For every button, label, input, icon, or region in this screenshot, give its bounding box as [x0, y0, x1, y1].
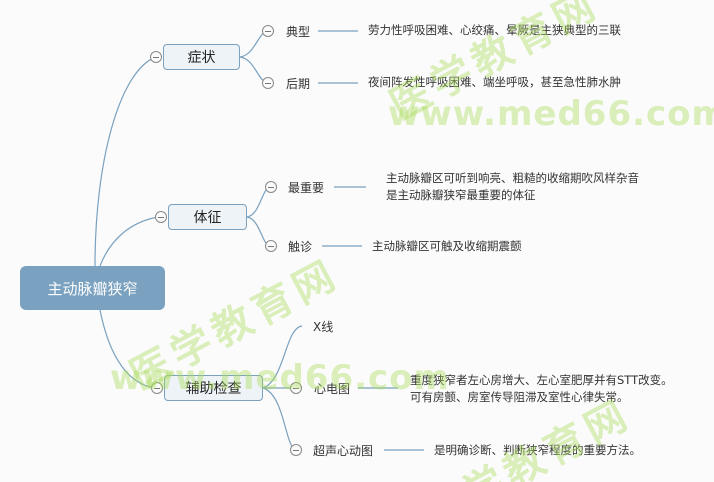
note-late: 夜间阵发性呼吸困难、端坐呼吸，甚至急性肺水肿 — [368, 75, 621, 89]
note-ecg: 重度狭窄者左心房增大、左心室肥厚并有STT改变。 可有房颤、房室传导阻滞及室性心… — [410, 372, 673, 406]
branch-node-auxiliary-exams[interactable]: 辅助检查 — [164, 375, 263, 401]
root-label: 主动脉瓣狭窄 — [47, 279, 138, 298]
branch-node-symptoms[interactable]: 症状 — [163, 44, 240, 70]
subnode-most-important[interactable]: 最重要 — [288, 181, 325, 195]
note-line: 是主动脉瓣狭窄最重要的体征 — [386, 188, 536, 202]
subnode-xray[interactable]: X线 — [313, 320, 334, 334]
subnode-palpation[interactable]: 触诊 — [288, 240, 313, 254]
branch-label: 辅助检查 — [185, 381, 242, 397]
subnode-typical[interactable]: 典型 — [286, 25, 311, 39]
collapse-toggle-icon[interactable] — [262, 77, 274, 89]
note-echocardiogram: 是明确诊断、判断狭窄程度的重要方法。 — [434, 443, 641, 457]
note-line: 主动脉瓣区可听到响亮、粗糙的收缩期吹风样杂音 — [386, 171, 639, 185]
branch-node-signs[interactable]: 体征 — [168, 204, 247, 230]
collapse-toggle-icon[interactable] — [265, 181, 277, 193]
collapse-toggle-icon[interactable] — [150, 51, 162, 63]
branch-label: 体征 — [193, 210, 222, 226]
collapse-toggle-icon[interactable] — [290, 382, 302, 394]
collapse-toggle-icon[interactable] — [151, 382, 163, 394]
note-line: 可有房颤、房室传导阻滞及室性心律失常。 — [410, 390, 629, 404]
collapse-toggle-icon[interactable] — [290, 444, 302, 456]
subnode-echocardiogram[interactable]: 超声心动图 — [313, 444, 374, 458]
note-line: 重度狭窄者左心房增大、左心室肥厚并有STT改变。 — [410, 373, 673, 387]
branch-label: 症状 — [187, 50, 216, 66]
collapse-toggle-icon[interactable] — [262, 25, 274, 37]
subnode-late[interactable]: 后期 — [286, 77, 311, 91]
subnode-ecg[interactable]: 心电图 — [314, 382, 351, 396]
collapse-toggle-icon[interactable] — [155, 211, 167, 223]
note-palpation: 主动脉瓣区可触及收缩期震颤 — [372, 239, 522, 253]
collapse-toggle-icon[interactable] — [265, 240, 277, 252]
root-node[interactable]: 主动脉瓣狭窄 — [20, 266, 165, 310]
note-most-important: 主动脉瓣区可听到响亮、粗糙的收缩期吹风样杂音 是主动脉瓣狭窄最重要的体征 — [386, 170, 639, 204]
note-typical: 劳力性呼吸困难、心绞痛、晕厥是主狭典型的三联 — [368, 23, 621, 37]
